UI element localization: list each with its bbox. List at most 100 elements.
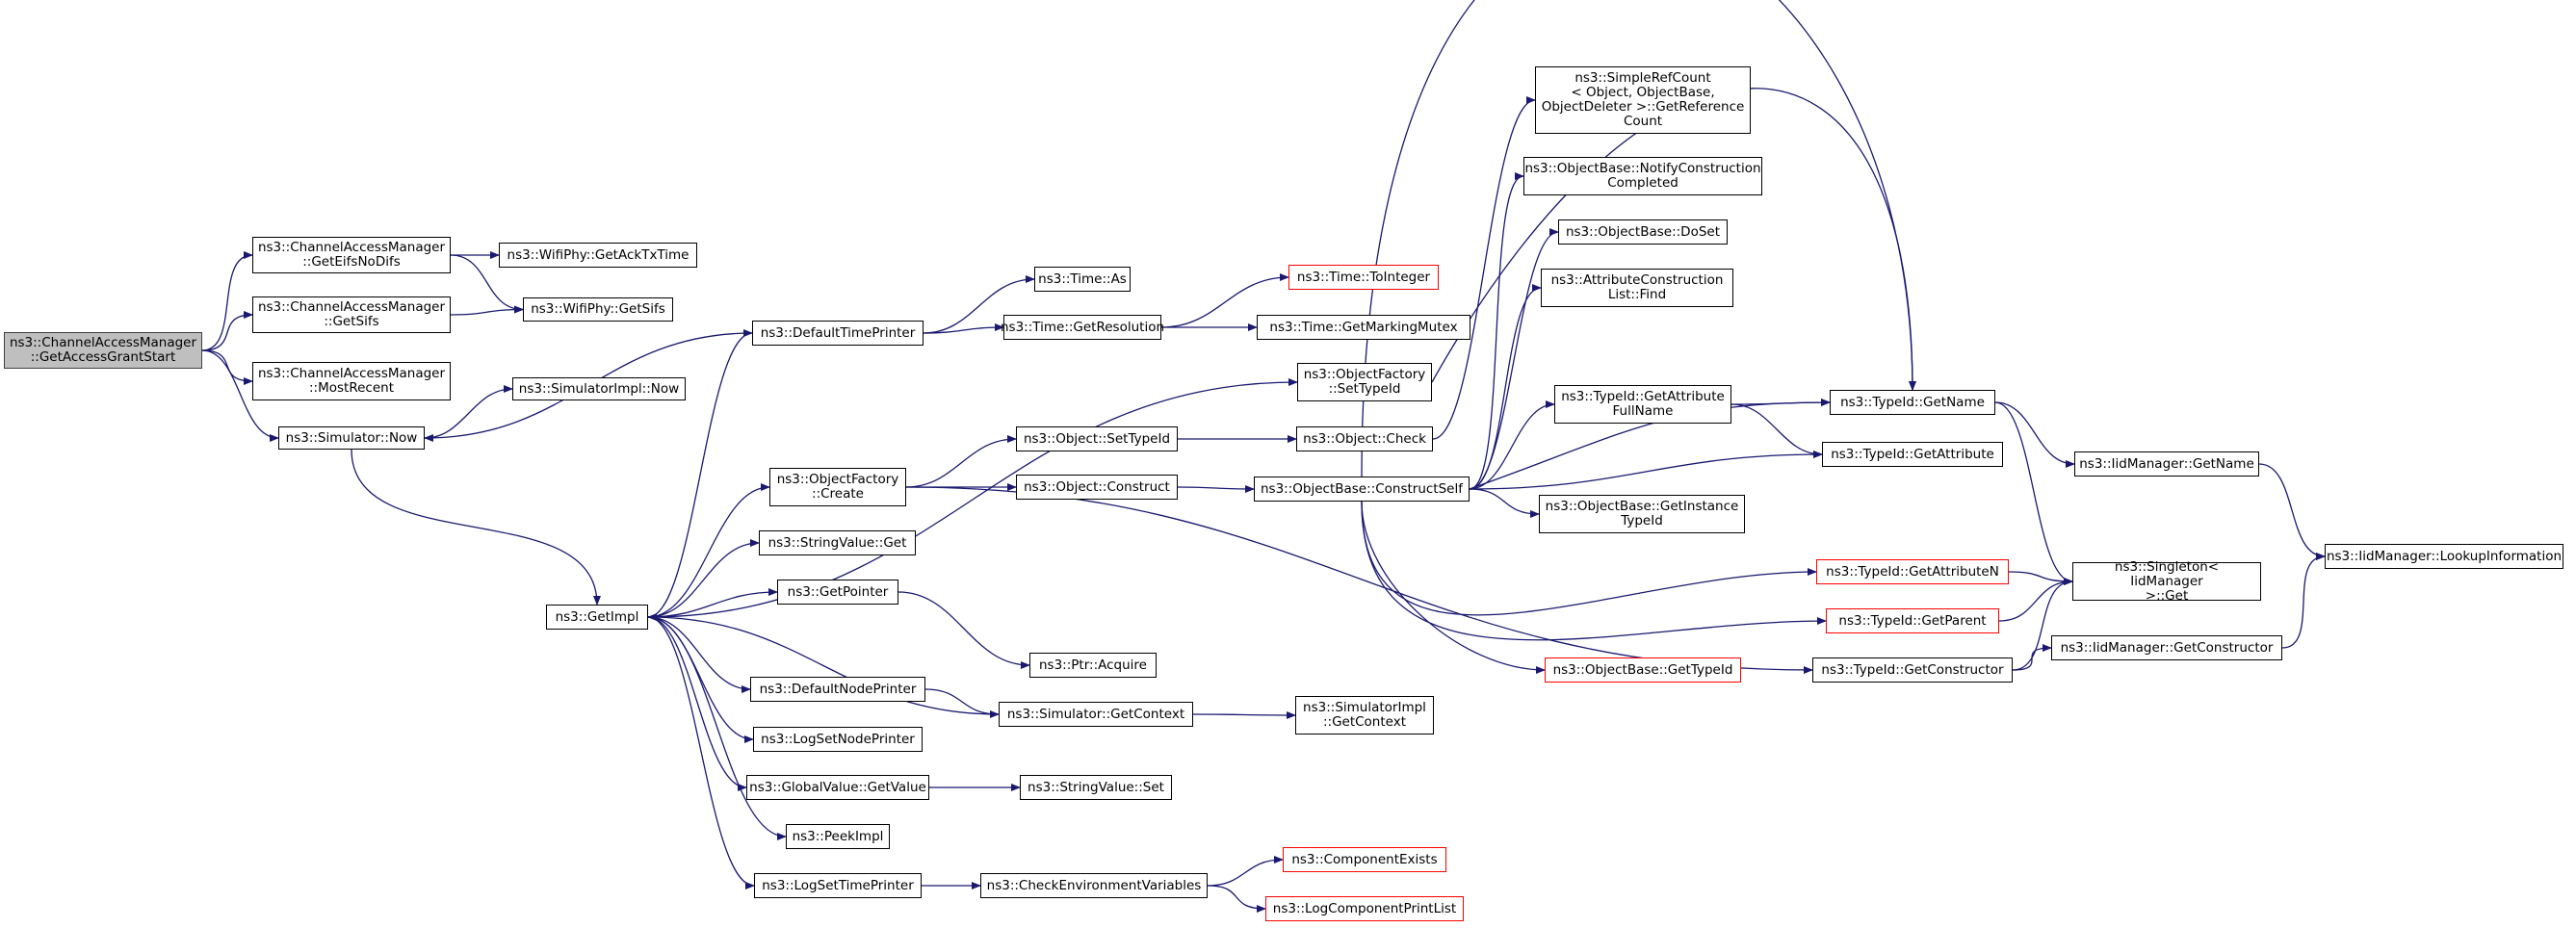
node-label: ns3::ObjectBase::GetInstance TypeId [1545,499,1739,528]
call-edge [2008,571,2073,585]
node-label: ns3::DefaultNodePrinter [759,681,917,697]
call-edge [1469,488,1540,518]
node-label: ns3::ChannelAccessManager ::GetSifs [257,299,446,329]
node-time-as[interactable]: ns3::Time::As [1034,267,1131,292]
node-label: ns3::TypeId::GetParent [1838,612,1987,629]
node-label: ns3::LogSetTimePrinter [762,877,914,893]
call-edge [905,435,1017,488]
node-label: ns3::Simulator::GetContext [1006,706,1185,722]
node-object-factory-create[interactable]: ns3::ObjectFactory ::Create [769,468,906,506]
node-label: ns3::WifiPhy::GetSifs [531,301,665,317]
call-edge [647,613,1000,715]
node-root: ns3::ChannelAccessManager ::GetAccessGra… [4,332,202,369]
node-time-get-marking-mutex[interactable]: ns3::Time::GetMarkingMutex [1257,315,1470,340]
node-label: ns3::ObjectBase::DoSet [1565,223,1721,240]
node-singleton-iid-manager-get[interactable]: ns3::Singleton< IidManager >::Get [2072,559,2261,603]
node-label: ns3::TypeId::GetConstructor [1821,661,2004,678]
node-iid-manager-lookup-information[interactable]: ns3::IidManager::LookupInformation [2325,544,2563,569]
node-check-environment-variables[interactable]: ns3::CheckEnvironmentVariables [980,873,1208,898]
node-label: ns3::Time::GetResolution [1001,319,1165,335]
node-label: ns3::Time::GetMarkingMutex [1269,319,1458,335]
node-ptr-acquire[interactable]: ns3::Ptr::Acquire [1029,653,1157,678]
node-log-set-node-printer[interactable]: ns3::LogSetNodePrinter [753,727,923,752]
node-object-check[interactable]: ns3::Object::Check [1296,426,1433,451]
node-type-id-get-attribute-n[interactable]: ns3::TypeId::GetAttributeN [1816,559,2009,584]
call-edge [424,385,513,439]
node-object-set-type-id[interactable]: ns3::Object::SetTypeId [1016,426,1178,451]
node-label: ns3::Time::As [1038,271,1127,287]
node-object-base-get-type-id[interactable]: ns3::ObjectBase::GetTypeId [1545,657,1741,683]
node-iid-manager-get-constructor[interactable]: ns3::IidManager::GetConstructor [2051,635,2282,660]
node-label: ns3::TypeId::GetAttributeN [1826,563,1999,580]
node-type-id-get-parent[interactable]: ns3::TypeId::GetParent [1826,608,1999,633]
node-notify-construction-completed[interactable]: ns3::ObjectBase::NotifyConstruction Comp… [1523,157,1762,195]
node-peek-impl[interactable]: ns3::PeekImpl [786,824,890,849]
node-label: ns3::SimulatorImpl::Now [518,380,680,397]
call-edge [647,616,755,889]
call-edge [1207,856,1284,887]
node-get-pointer[interactable]: ns3::GetPointer [777,580,898,605]
node-label: ns3::TypeId::GetAttribute FullName [1561,389,1725,419]
node-string-value-set[interactable]: ns3::StringValue::Set [1020,775,1172,800]
call-edge [898,591,1030,669]
call-edge [2258,463,2326,560]
node-log-set-time-printer[interactable]: ns3::LogSetTimePrinter [754,873,922,898]
node-simulator-impl-get-context[interactable]: ns3::SimulatorImpl ::GetContext [1295,696,1434,735]
call-edge [351,449,601,606]
node-object-base-construct-self[interactable]: ns3::ObjectBase::ConstructSelf [1254,477,1470,502]
node-label: ns3::SimulatorImpl ::GetContext [1303,700,1426,730]
node-type-id-get-name[interactable]: ns3::TypeId::GetName [1830,390,1995,415]
node-label: ns3::IidManager::LookupInformation [2326,548,2563,564]
node-simple-ref-count-get-reference-count[interactable]: ns3::SimpleRefCount < Object, ObjectBase… [1535,66,1751,134]
call-edge [647,329,753,618]
call-edge [923,275,1035,334]
node-get-eifs-no-difs[interactable]: ns3::ChannelAccessManager ::GetEifsNoDif… [252,237,451,273]
call-edge [2012,644,2052,671]
node-simulator-now[interactable]: ns3::Simulator::Now [278,426,425,450]
node-default-time-printer[interactable]: ns3::DefaultTimePrinter [752,321,924,346]
node-default-node-printer[interactable]: ns3::DefaultNodePrinter [750,677,925,702]
node-object-base-do-set[interactable]: ns3::ObjectBase::DoSet [1558,219,1728,245]
node-label: ns3::ChannelAccessManager ::GetAccessGra… [9,335,197,365]
call-edge [450,305,524,316]
node-log-component-print-list[interactable]: ns3::LogComponentPrintList [1265,896,1464,921]
node-label: ns3::Time::ToInteger [1296,269,1431,285]
node-type-id-get-constructor[interactable]: ns3::TypeId::GetConstructor [1812,657,2013,683]
call-edge [1361,501,1827,641]
node-global-value-get-value[interactable]: ns3::GlobalValue::GetValue [746,775,929,800]
node-time-to-integer[interactable]: ns3::Time::ToInteger [1288,265,1439,290]
node-label: ns3::WifiPhy::GetAckTxTime [507,246,690,263]
node-simulator-impl-now[interactable]: ns3::SimulatorImpl::Now [512,377,686,400]
node-component-exists[interactable]: ns3::ComponentExists [1283,847,1446,872]
node-label: ns3::StringValue::Get [768,534,907,551]
node-wifiphy-get-ack-tx-time[interactable]: ns3::WifiPhy::GetAckTxTime [499,243,697,268]
node-type-id-get-attribute[interactable]: ns3::TypeId::GetAttribute [1822,442,2003,467]
node-label: ns3::GetImpl [555,608,639,625]
node-label: ns3::ChannelAccessManager ::MostRecent [257,366,446,396]
node-label: ns3::IidManager::GetName [2079,455,2254,472]
node-label: ns3::LogSetNodePrinter [761,731,915,747]
node-label: ns3::ObjectBase::ConstructSelf [1261,480,1463,497]
node-wifiphy-get-sifs[interactable]: ns3::WifiPhy::GetSifs [523,297,673,322]
node-channel-access-manager-get-sifs[interactable]: ns3::ChannelAccessManager ::GetSifs [252,296,451,333]
node-object-base-get-instance-type-id[interactable]: ns3::ObjectBase::GetInstance TypeId [1539,495,1745,533]
call-edge [1469,400,1555,490]
node-get-impl[interactable]: ns3::GetImpl [546,605,648,630]
node-attribute-construction-list-find[interactable]: ns3::AttributeConstruction List::Find [1541,269,1733,307]
node-type-id-get-attribute-full-name[interactable]: ns3::TypeId::GetAttribute FullName [1554,385,1731,424]
call-edge [1177,484,1255,493]
node-label: ns3::PeekImpl [792,828,884,844]
call-edge [1730,399,1831,407]
node-simulator-get-context[interactable]: ns3::Simulator::GetContext [999,702,1193,727]
node-object-factory-set-type-id[interactable]: ns3::ObjectFactory ::SetTypeId [1297,363,1432,401]
call-edge [1160,273,1289,328]
node-label: ns3::Object::Construct [1024,478,1170,495]
node-time-get-resolution[interactable]: ns3::Time::GetResolution [1001,315,1165,340]
call-edge [2012,578,2073,671]
node-iid-manager-get-name[interactable]: ns3::IidManager::GetName [2074,451,2259,477]
node-most-recent[interactable]: ns3::ChannelAccessManager ::MostRecent [252,362,451,400]
node-object-construct[interactable]: ns3::Object::Construct [1016,475,1178,500]
node-label: ns3::IidManager::GetConstructor [2060,639,2274,656]
node-string-value-get[interactable]: ns3::StringValue::Get [759,530,916,555]
node-label: ns3::SimpleRefCount < Object, ObjectBase… [1541,70,1745,129]
